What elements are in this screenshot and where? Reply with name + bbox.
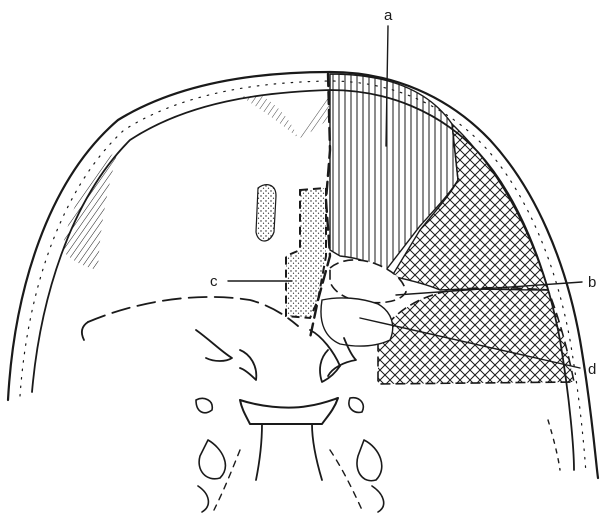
stipple-fragment — [256, 185, 276, 241]
sphenoid-ridge-left — [88, 297, 298, 326]
label-d: d — [588, 361, 596, 378]
foramen-dashes — [214, 450, 362, 510]
dorsum-sellae — [240, 398, 338, 424]
petrous-right — [349, 398, 384, 512]
clivus — [256, 424, 322, 480]
region-c-stipple — [286, 188, 326, 318]
label-c: c — [210, 273, 218, 290]
anterior-clinoid-left — [196, 330, 232, 361]
frontal-sinus-left — [240, 96, 298, 138]
region-d-crosshatch — [378, 288, 574, 384]
left-base-curve — [82, 322, 88, 340]
region-b-blank — [330, 260, 406, 303]
label-b: b — [588, 274, 596, 291]
temporal-hatching-left — [62, 150, 118, 270]
sella-left-process — [240, 350, 256, 380]
frontal-sinus-right — [300, 94, 330, 138]
label-a: a — [384, 7, 393, 24]
right-base-lines — [548, 420, 560, 470]
region-d-blank — [321, 298, 393, 346]
